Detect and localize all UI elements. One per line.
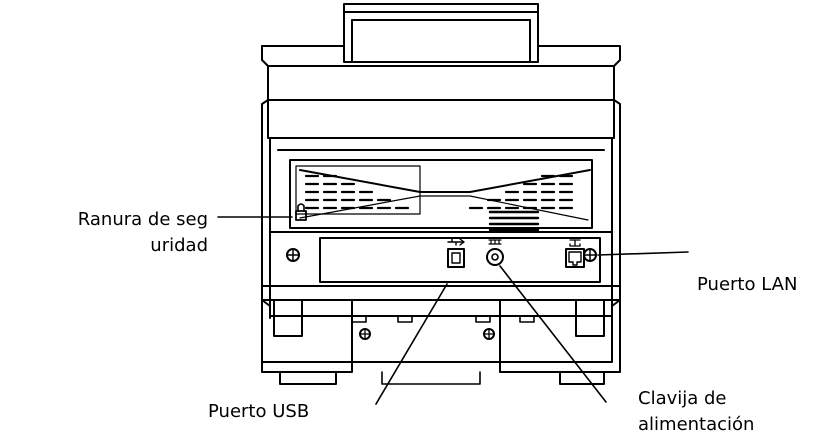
feeder-tray [343, 3, 539, 63]
security-slot-icon [295, 203, 307, 221]
callout-usb [375, 283, 448, 405]
label-power-jack-line2: alimentación [638, 414, 755, 435]
label-security-slot: Ranura de seg uridad [8, 207, 208, 259]
label-power-jack: Clavija de alimentación [638, 386, 754, 438]
connector-panel [286, 237, 601, 283]
label-security-slot-line2: uridad [150, 235, 208, 256]
fan-grille [488, 210, 540, 232]
power-jack-icon [486, 239, 504, 266]
lan-port-icon [565, 239, 585, 268]
left-foot [261, 299, 353, 385]
scanner-base [261, 299, 613, 363]
usb-port-icon [447, 238, 465, 268]
label-usb-port: Puerto USB [208, 401, 310, 422]
right-foot [499, 299, 621, 385]
callout-lines [217, 216, 689, 405]
callout-lan [597, 251, 689, 256]
label-security-slot-line1: Ranura de seg [77, 209, 208, 230]
label-power-jack-line1: Clavija de [638, 388, 727, 409]
callout-power [499, 265, 607, 403]
scanner-body [261, 45, 621, 319]
label-lan-port: Puerto LAN [697, 274, 798, 295]
